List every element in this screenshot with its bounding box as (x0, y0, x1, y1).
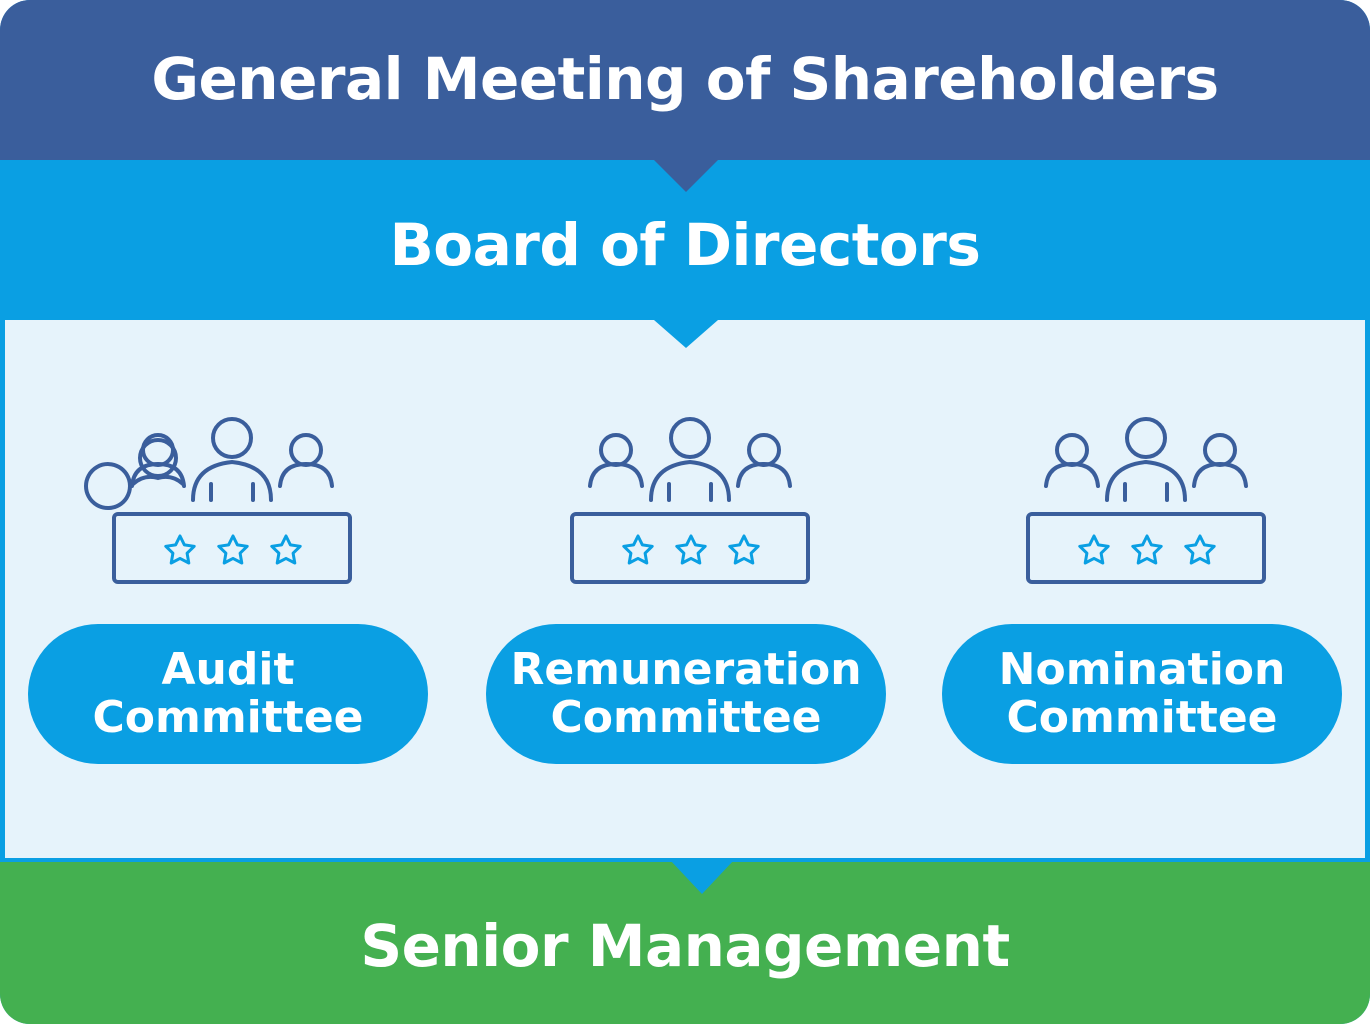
senior-management-title: Senior Management (360, 912, 1010, 980)
arrow-down-icon (670, 860, 734, 894)
committee-label-line1: Remuneration (510, 644, 862, 695)
board-title: Board of Directors (389, 211, 981, 279)
committee-label-line2: Committee (92, 692, 364, 743)
committee-audit: Audit Committee (28, 320, 428, 858)
remuneration-committee-pill: Remuneration Committee (486, 624, 886, 764)
committee-label-line1: Nomination (998, 644, 1286, 695)
committee-panel-icon (942, 416, 1342, 586)
committee-label-line1: Audit (161, 644, 295, 695)
arrow-down-icon (654, 160, 718, 192)
arrow-down-icon (654, 320, 718, 348)
audit-committee-pill: Audit Committee (28, 624, 428, 764)
committee-nomination: Nomination Committee (942, 320, 1342, 858)
committee-label-line2: Committee (550, 692, 822, 743)
committee-area: Audit Committee (5, 320, 1365, 858)
shareholders-band: General Meeting of Shareholders (0, 0, 1370, 160)
nomination-committee-pill: Nomination Committee (942, 624, 1342, 764)
committee-remuneration: Remuneration Committee (486, 320, 886, 858)
committee-panel-icon (486, 416, 886, 586)
committee-label-line2: Committee (1006, 692, 1278, 743)
committee-panel-icon (28, 416, 428, 586)
shareholders-title: General Meeting of Shareholders (151, 45, 1219, 113)
